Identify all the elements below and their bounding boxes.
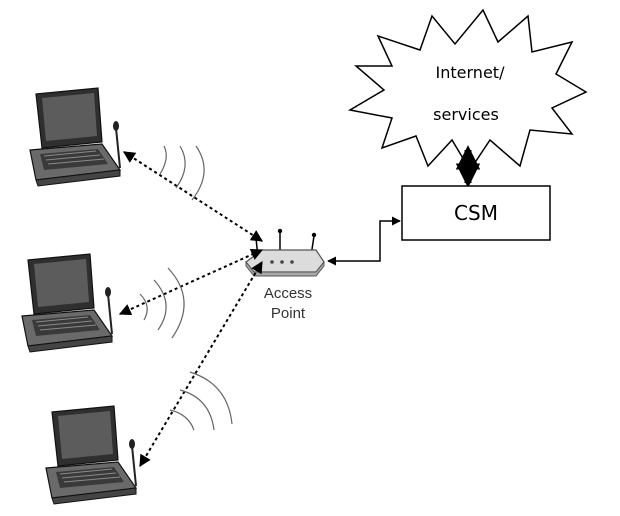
- radio-waves-2: [139, 267, 185, 339]
- csm-label: CSM: [454, 201, 498, 225]
- ap-label-line2: Point: [271, 305, 306, 322]
- csm-box: CSM: [401, 185, 551, 241]
- ap-label-line1: Access: [264, 285, 312, 302]
- laptop-icon: [45, 405, 138, 505]
- csm-access-point-link: [327, 216, 401, 266]
- wireless-link-1: [122, 151, 264, 242]
- laptop-icon: [29, 87, 122, 187]
- laptop-client-3: [45, 405, 138, 505]
- laptop-icon: [21, 253, 114, 353]
- cloud-label-line1: Internet/: [436, 63, 506, 82]
- laptop-client-2: [21, 253, 114, 353]
- laptop-client-1: [29, 87, 122, 187]
- radio-waves-3: [169, 371, 233, 431]
- wireless-link-2: [118, 248, 264, 316]
- starburst-shape: [347, 8, 588, 172]
- internet-cloud: Internet/ services: [347, 8, 588, 172]
- cloud-label-line2: services: [433, 105, 499, 124]
- radio-waves-1: [159, 145, 205, 201]
- wireless-link-3: [139, 260, 263, 468]
